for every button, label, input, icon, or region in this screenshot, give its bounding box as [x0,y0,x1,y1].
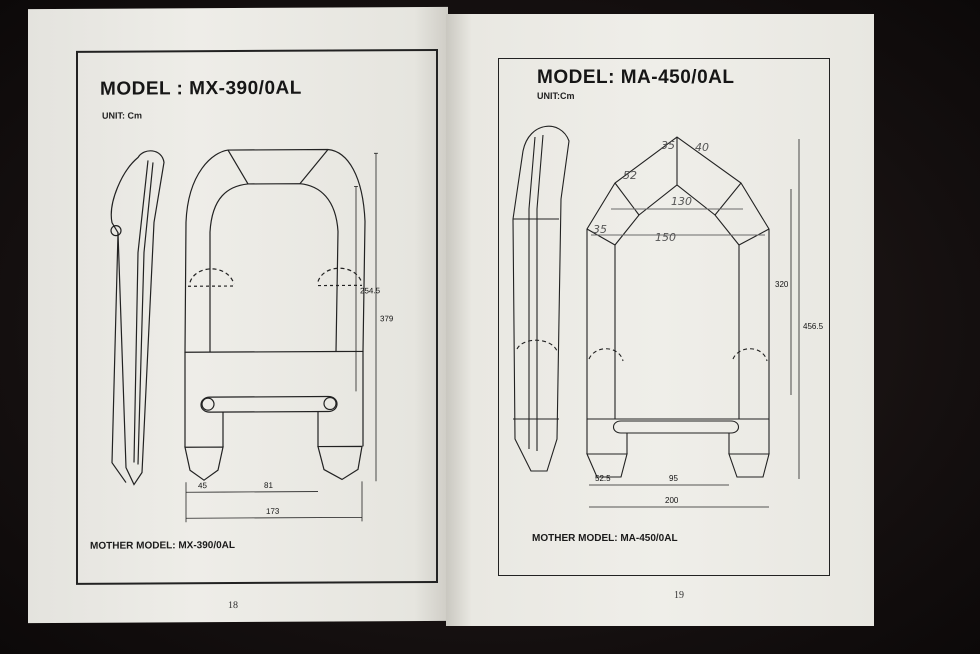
transom [612,420,740,434]
handwritten-note: 130 [671,195,692,208]
dim-total-width: 200 [665,496,679,505]
tube-cone-right [728,453,770,478]
side-profile-outline [512,125,570,472]
handwritten-note: 40 [695,141,709,154]
side-profile-outline [110,150,165,486]
page-number: 18 [228,600,238,612]
dim-inner-width: 81 [264,481,273,490]
dim-inner-length: 320 [775,280,789,289]
mother-model-label: MOTHER MODEL: MA-450/0AL [532,533,678,544]
page-19: MODEL: MA-450/0AL UNIT:Cm [446,14,874,626]
dim-total-length: 379 [380,314,394,323]
unit-label: UNIT:Cm [537,91,575,101]
dim-total-length: 456.5 [803,322,824,331]
diagram-frame: MODEL : MX-390/0AL UNIT: Cm [76,48,438,585]
tube-cone-right [317,445,363,481]
diagram-frame: MODEL: MA-450/0AL UNIT:Cm [498,58,830,576]
handwritten-note: 35 [661,139,675,152]
handwritten-note: 150 [655,231,676,244]
dim-inner-width: 95 [669,474,678,483]
dim-tube-width: 52.5 [595,474,611,483]
dim-inner-length: 254.5 [360,286,381,295]
dim-tube-width: 45 [198,481,207,490]
boat-diagram: 254.5 379 45 81 173 [110,148,394,523]
transom [200,395,338,413]
mother-model-label: MOTHER MODEL: MX-390/0AL [90,540,236,552]
tube-cone-left [586,453,628,478]
tube-cone-left [184,446,224,481]
page-18: MODEL : MX-390/0AL UNIT: Cm [28,6,448,624]
handwritten-note: 52 [623,169,637,182]
model-title: MODEL: MA-450/0AL [537,67,735,88]
boat-diagram: 35 40 52 130 150 35 320 456.5 52.5 95 20… [512,125,824,508]
hull-outline [586,136,770,420]
page-number: 19 [674,590,684,601]
handwritten-note: 35 [593,223,607,236]
dim-total-width: 173 [266,507,280,516]
